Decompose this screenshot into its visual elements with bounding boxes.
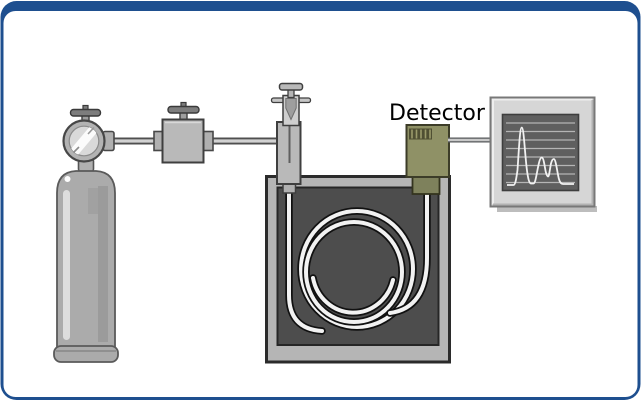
detector-label: Detector	[389, 101, 486, 126]
regulator-valve-handle	[69, 108, 102, 117]
monitor-bevel-dark	[493, 100, 594, 206]
gauge-needle-lower	[72, 146, 80, 154]
monitor-bevel-light	[492, 98, 592, 204]
syringe-plunger-top	[278, 82, 304, 91]
coil-outer	[299, 209, 415, 329]
oven-icon	[265, 175, 451, 364]
coil-middle	[304, 220, 404, 324]
monitor-screen	[501, 113, 580, 192]
pressure-gauge-icon	[62, 104, 115, 163]
injector-tip	[282, 183, 297, 194]
monitor-icon	[489, 96, 597, 212]
valve-body	[161, 118, 205, 164]
detector-vent-slats	[411, 129, 431, 139]
cylinder-patch	[88, 188, 102, 214]
cylinder-shade	[98, 186, 108, 342]
flow-valve-icon	[153, 101, 214, 164]
chromatogram-trace	[507, 126, 574, 186]
coil-inner	[311, 276, 395, 315]
detector-icon	[405, 124, 450, 195]
gauge-needle-upper	[87, 126, 95, 135]
injector-syringe-icon	[270, 82, 312, 194]
cylinder-highlight	[63, 190, 70, 340]
gas-cylinder-icon	[53, 157, 119, 363]
cylinder-glint	[64, 176, 71, 182]
column-coil-icon	[285, 188, 431, 335]
syringe-plunger-seal	[285, 98, 297, 121]
monitor-shadow	[497, 206, 597, 212]
column-outlet-tube	[388, 190, 429, 315]
column-inlet-tube	[287, 190, 324, 333]
valve-handle	[167, 105, 200, 114]
cylinder-base-ring	[53, 345, 119, 363]
